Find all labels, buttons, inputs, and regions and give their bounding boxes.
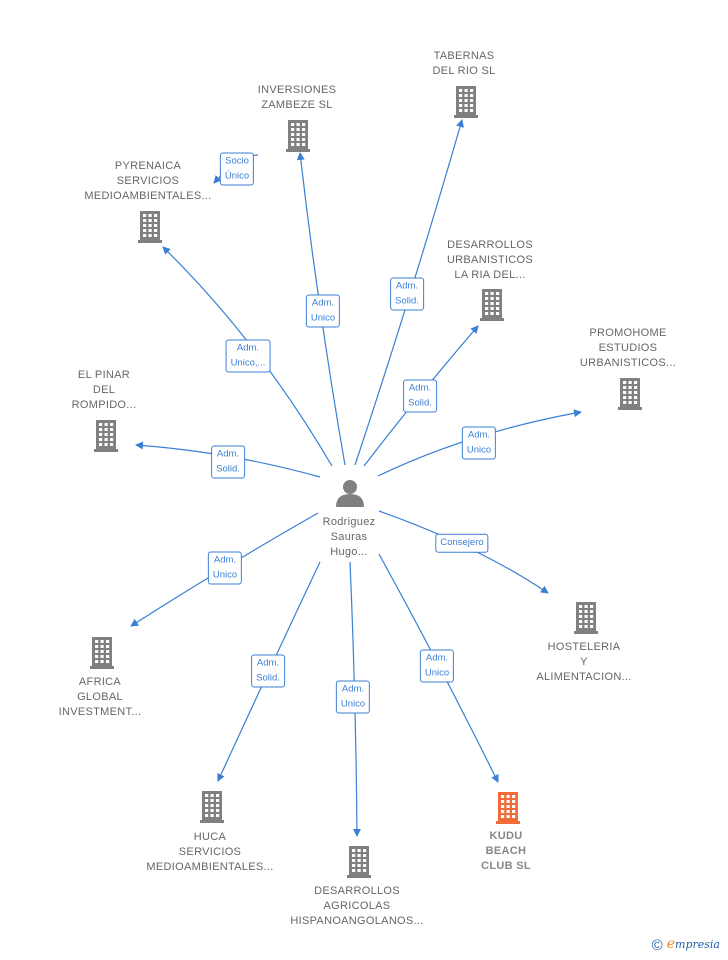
edge-label-hosteleria[interactable]: Consejero [435,533,489,553]
building-icon-inversiones[interactable] [286,120,310,152]
building-icon-desarrollos_ria[interactable] [480,289,504,321]
company-label-inversiones[interactable]: INVERSIONES ZAMBEZE SL [257,84,337,111]
edge-label-tabernas[interactable]: Adm. Solid. [390,277,424,311]
brand-logo-initial: e [666,936,676,952]
edge-label-kudu[interactable]: Adm. Unico [419,649,455,683]
building-icon-hosteleria[interactable] [574,602,598,634]
edge-label-pyrenaica-from-inversiones[interactable]: Socio Único [219,152,255,186]
edge-label-el_pinar[interactable]: Adm. Solid. [211,445,245,479]
company-label-tabernas[interactable]: TABERNAS DEL RIO SL [432,50,496,77]
edge-label-desarrollos_ria[interactable]: Adm. Solid. [403,379,437,413]
building-icon-huca[interactable] [200,791,224,823]
building-icon-desarrollos_agricolas[interactable] [347,846,371,878]
edge-label-huca[interactable]: Adm. Solid. [251,654,285,688]
company-label-africa[interactable]: AFRICA GLOBAL INVESTMENT... [58,676,142,718]
company-label-huca[interactable]: HUCA SERVICIOS MEDIOAMBIENTALES... [146,831,274,873]
copyright-symbol: © [651,937,663,954]
edge-label-pyrenaica[interactable]: Adm. Unico,... [225,339,271,373]
edge-label-inversiones[interactable]: Adm. Unico [305,294,341,328]
building-icon-promohome[interactable] [618,378,642,410]
brand-watermark: ©empresia [652,936,720,954]
company-label-pyrenaica[interactable]: PYRENAICA SERVICIOS MEDIOAMBIENTALES... [84,160,212,202]
building-icon-el_pinar[interactable] [94,420,118,452]
company-label-el_pinar[interactable]: EL PINAR DEL ROMPIDO... [71,369,137,411]
edge-label-desarrollos_agricolas[interactable]: Adm. Unico [335,680,371,714]
person-name-label[interactable]: Rodriguez Sauras Hugo... [322,516,376,558]
building-icon-africa[interactable] [90,637,114,669]
building-icon-tabernas[interactable] [454,86,478,118]
edge-label-promohome[interactable]: Adm. Unico [461,426,497,460]
company-label-desarrollos_ria[interactable]: DESARROLLOS URBANISTICOS LA RIA DEL... [446,239,534,281]
company-label-kudu[interactable]: KUDU BEACH CLUB SL [481,830,531,872]
company-label-hosteleria[interactable]: HOSTELERIA Y ALIMENTACION... [536,641,632,683]
building-icon-pyrenaica[interactable] [138,211,162,243]
person-icon[interactable] [336,480,364,507]
building-icon-kudu[interactable] [496,792,520,824]
edge-label-africa[interactable]: Adm. Unico [207,551,243,585]
brand-name: mpresia [675,938,720,951]
company-label-promohome[interactable]: PROMOHOME ESTUDIOS URBANISTICOS... [579,327,677,369]
company-label-desarrollos_agricolas[interactable]: DESARROLLOS AGRICOLAS HISPANOANGOLANOS..… [290,885,424,927]
